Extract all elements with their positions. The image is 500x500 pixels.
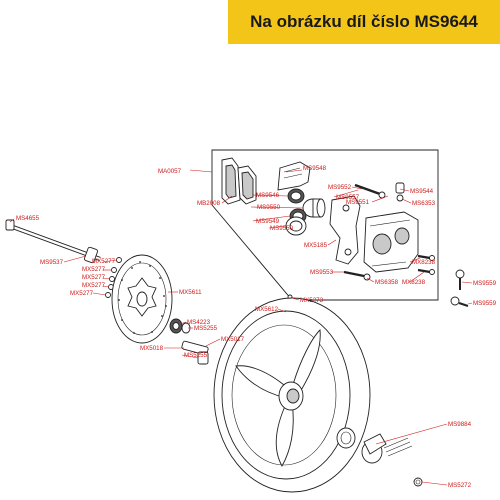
label-MS9559-lower: MS9559 bbox=[473, 300, 497, 307]
label-MX5612: MX5612 bbox=[255, 306, 279, 313]
pin-bolt-upper bbox=[354, 183, 386, 199]
disc-bolts bbox=[105, 257, 122, 298]
label-MX5277-5: MX5277 bbox=[70, 290, 94, 297]
label-MS5255-upper: MS5255 bbox=[194, 325, 218, 332]
label-MS9544: MS9544 bbox=[410, 188, 434, 195]
label-MA0057: MA0057 bbox=[158, 168, 182, 175]
label-MS9552: MS9552 bbox=[328, 184, 352, 191]
part-labels: MA0057 MS9548 MB2008 MS9552 MS9544 MS954… bbox=[16, 165, 497, 489]
label-MS9553: MS9553 bbox=[310, 269, 334, 276]
banner-text: Na obrázku díl číslo MS9644 bbox=[250, 12, 478, 31]
label-MX5185: MX5185 bbox=[304, 242, 328, 249]
label-MS6358: MS6358 bbox=[375, 279, 399, 286]
label-MS9549: MS9549 bbox=[256, 218, 280, 225]
wheel-spacer-tube bbox=[181, 340, 209, 356]
label-MS9546: MS9546 bbox=[256, 192, 280, 199]
wheel-bearing bbox=[169, 318, 183, 334]
part-number-banner: Na obrázku díl číslo MS9644 bbox=[228, 0, 500, 44]
label-MS5272: MS5272 bbox=[448, 482, 472, 489]
label-MX5018: MX5018 bbox=[140, 345, 164, 352]
piston-seal-1 bbox=[287, 188, 305, 204]
label-MS6353: MS6353 bbox=[412, 200, 436, 207]
brake-pad-left bbox=[221, 157, 241, 205]
bleed-nipple bbox=[395, 182, 405, 202]
axle-nut bbox=[413, 477, 423, 487]
label-MS9550: MS9550 bbox=[257, 204, 281, 211]
label-MS9884: MS9884 bbox=[448, 421, 472, 428]
brake-pad-right bbox=[237, 165, 257, 205]
label-MX5273: MX5273 bbox=[300, 297, 324, 304]
label-MX5611: MX5611 bbox=[179, 289, 202, 296]
label-MS9537: MS9537 bbox=[40, 259, 64, 266]
caliper-group-frame bbox=[211, 149, 439, 301]
mount-bolt-upper bbox=[455, 269, 465, 290]
front-axle bbox=[5, 219, 101, 261]
label-MX8238-lower: MX8238 bbox=[402, 279, 426, 286]
mount-bolt-lower bbox=[450, 296, 469, 307]
label-MS9557: MS9557 bbox=[336, 194, 360, 201]
label-MS9548: MS9548 bbox=[303, 165, 327, 172]
speedometer-drive bbox=[336, 427, 413, 464]
label-MS4223: MS4223 bbox=[187, 319, 211, 326]
caliper-bolts-right bbox=[417, 254, 435, 275]
axle-spacer bbox=[84, 246, 98, 264]
label-MS9559-upper: MS9559 bbox=[473, 280, 497, 287]
label-MX8238-upper: MX8238 bbox=[412, 259, 436, 266]
label-MX5277-1: MX5277 bbox=[92, 258, 116, 265]
label-MS5255-lower: MS5255 bbox=[184, 352, 208, 359]
piston-2 bbox=[285, 216, 307, 236]
brake-disc bbox=[111, 254, 173, 344]
label-MX5017: MX5017 bbox=[221, 336, 245, 343]
label-MX5277-3: MX5277 bbox=[82, 274, 106, 281]
leader-lines bbox=[9, 169, 473, 486]
label-MS9550-lower: MS9550 bbox=[270, 225, 294, 232]
front-wheel bbox=[213, 297, 371, 493]
label-MB2008: MB2008 bbox=[197, 200, 221, 207]
piston-1 bbox=[302, 198, 326, 218]
label-MS4655: MS4655 bbox=[16, 215, 40, 222]
caliper-bracket bbox=[329, 195, 361, 265]
label-MS9551: MS9551 bbox=[346, 199, 370, 206]
label-MX5277-2: MX5277 bbox=[82, 266, 106, 273]
label-MX5277-4: MX5277 bbox=[82, 282, 106, 289]
slide-pin-lower bbox=[343, 270, 371, 281]
